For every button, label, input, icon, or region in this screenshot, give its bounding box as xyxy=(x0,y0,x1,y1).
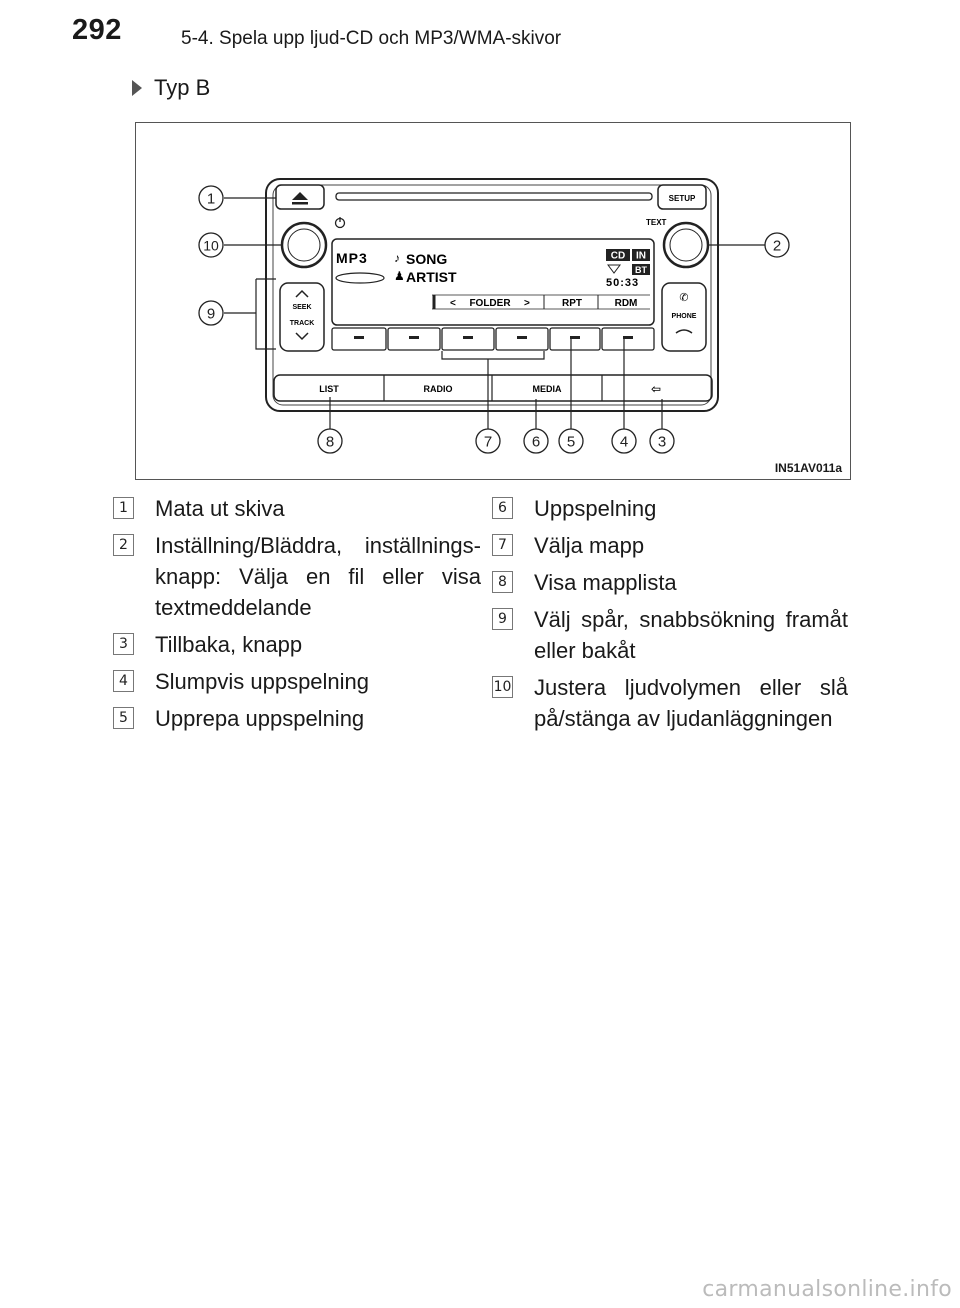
legend-text: Mata ut skiva xyxy=(155,496,285,521)
svg-text:>: > xyxy=(524,298,530,309)
legend-text: Justera ljudvolymen eller slå på/stänga … xyxy=(534,675,848,731)
audio-unit-drawing: SETUP TEXT MP3 ♪ SONG ♟ ARTIST CD IN BT … xyxy=(198,178,790,454)
legend-text: Upprepa uppspelning xyxy=(155,706,365,731)
legend-item: 4 Slumpvis uppspelning xyxy=(113,666,481,697)
legend-number: 7 xyxy=(492,534,513,556)
legend-number: 2 xyxy=(113,534,134,556)
legend-text: Uppspelning xyxy=(534,496,657,521)
legend-text: Visa mapplista xyxy=(534,570,677,595)
note-icon: ♪ xyxy=(394,251,400,265)
volume-knob xyxy=(280,221,328,269)
display-time: 50:33 xyxy=(606,277,639,289)
list-label: LIST xyxy=(319,384,339,394)
legend-number: 5 xyxy=(113,707,134,729)
preset-buttons xyxy=(331,327,655,351)
callout-2: 2 xyxy=(773,238,781,255)
figure-code: IN51AV011a xyxy=(774,461,842,475)
legend-text: Välj spår, snabbsökning framåt eller bak… xyxy=(534,607,848,663)
callout-10: 10 xyxy=(203,238,219,254)
variant-heading: Typ B xyxy=(132,75,210,101)
callout-8: 8 xyxy=(326,434,334,451)
display-screen xyxy=(331,238,655,326)
display-bt: BT xyxy=(635,265,647,275)
phone-hangup-icon xyxy=(675,329,693,334)
seek-track-button xyxy=(279,282,325,352)
display-folder: FOLDER xyxy=(469,298,511,309)
callout-5: 5 xyxy=(567,434,575,451)
bullet-triangle-icon xyxy=(132,80,142,96)
legend-text: Tillbaka, knapp xyxy=(155,632,303,657)
display-artist: ARTIST xyxy=(406,269,457,285)
setup-button xyxy=(657,184,707,210)
callout-1: 1 xyxy=(207,191,215,208)
legend-item: 5 Upprepa uppspelning xyxy=(113,703,481,734)
signal-icon xyxy=(607,264,621,274)
disc-icon xyxy=(335,272,385,284)
legend-text: Välja mapp xyxy=(534,533,645,558)
seek-label: SEEK xyxy=(292,304,311,311)
legend-item: 8 Visa mapplista xyxy=(492,567,848,598)
variant-label: Typ B xyxy=(154,75,211,100)
legend-number: 9 xyxy=(492,608,513,630)
head-unit-outline xyxy=(265,178,719,412)
site-watermark: carmanualsonline.info xyxy=(702,1277,952,1302)
legend-item: 3 Tillbaka, knapp xyxy=(113,629,481,660)
back-arrow-icon: ⇦ xyxy=(651,382,661,396)
legend-number: 4 xyxy=(113,670,134,692)
setup-label: SETUP xyxy=(669,194,696,203)
svg-text:<: < xyxy=(450,298,456,309)
display-mp3: MP3 xyxy=(336,250,368,266)
media-label: MEDIA xyxy=(533,384,563,394)
display-cd: CD xyxy=(611,251,625,262)
tune-knob xyxy=(662,221,710,269)
audio-unit-figure: SETUP TEXT MP3 ♪ SONG ♟ ARTIST CD IN BT … xyxy=(135,122,851,480)
display-in: IN xyxy=(636,251,646,262)
legend-item: 7 Välja mapp xyxy=(492,530,848,561)
phone-pickup-icon: ✆ xyxy=(679,292,688,304)
legend-item: 1 Mata ut skiva xyxy=(113,493,481,524)
eject-icon xyxy=(292,192,308,200)
legend-number: 3 xyxy=(113,633,134,655)
text-label: TEXT xyxy=(646,218,667,227)
callout-3: 3 xyxy=(658,434,666,451)
legend-item: 10 Justera ljudvolymen eller slå på/stän… xyxy=(492,672,848,734)
legend-number: 8 xyxy=(492,571,513,593)
page-number: 292 xyxy=(72,14,122,46)
phone-label: PHONE xyxy=(672,313,697,320)
legend-text: Inställning/Bläddra, inställnings-knapp:… xyxy=(155,533,481,620)
display-rpt: RPT xyxy=(562,298,582,309)
legend-text: Slumpvis uppspelning xyxy=(155,669,370,694)
legend-right-column: 6 Uppspelning 7 Välja mapp 8 Visa mappli… xyxy=(492,493,848,740)
cd-slot xyxy=(335,192,653,201)
display-rdm: RDM xyxy=(615,298,638,309)
legend-left-column: 1 Mata ut skiva 2 Inställning/Bläddra, i… xyxy=(113,493,481,740)
cd-indicator xyxy=(606,249,630,261)
legend-number: 1 xyxy=(113,497,134,519)
eject-button xyxy=(275,184,325,210)
phone-button xyxy=(661,282,707,352)
callout-7: 7 xyxy=(484,434,492,451)
person-icon: ♟ xyxy=(394,269,405,283)
callout-leaders xyxy=(224,197,766,429)
callout-9: 9 xyxy=(207,306,215,323)
legend-number: 10 xyxy=(492,676,513,698)
radio-label: RADIO xyxy=(424,384,453,394)
display-song: SONG xyxy=(406,251,447,267)
legend-item: 6 Uppspelning xyxy=(492,493,848,524)
track-label: TRACK xyxy=(290,320,315,327)
callout-circles xyxy=(198,185,790,454)
callout-6: 6 xyxy=(532,434,540,451)
bottom-button-row xyxy=(273,374,713,402)
legend-number: 6 xyxy=(492,497,513,519)
callout-4: 4 xyxy=(620,434,628,451)
section-title: 5-4. Spela upp ljud-CD och MP3/WMA-skivo… xyxy=(181,28,562,49)
legend-item: 2 Inställning/Bläddra, inställnings-knap… xyxy=(113,530,481,623)
legend-item: 9 Välj spår, snabbsökning framåt eller b… xyxy=(492,604,848,666)
